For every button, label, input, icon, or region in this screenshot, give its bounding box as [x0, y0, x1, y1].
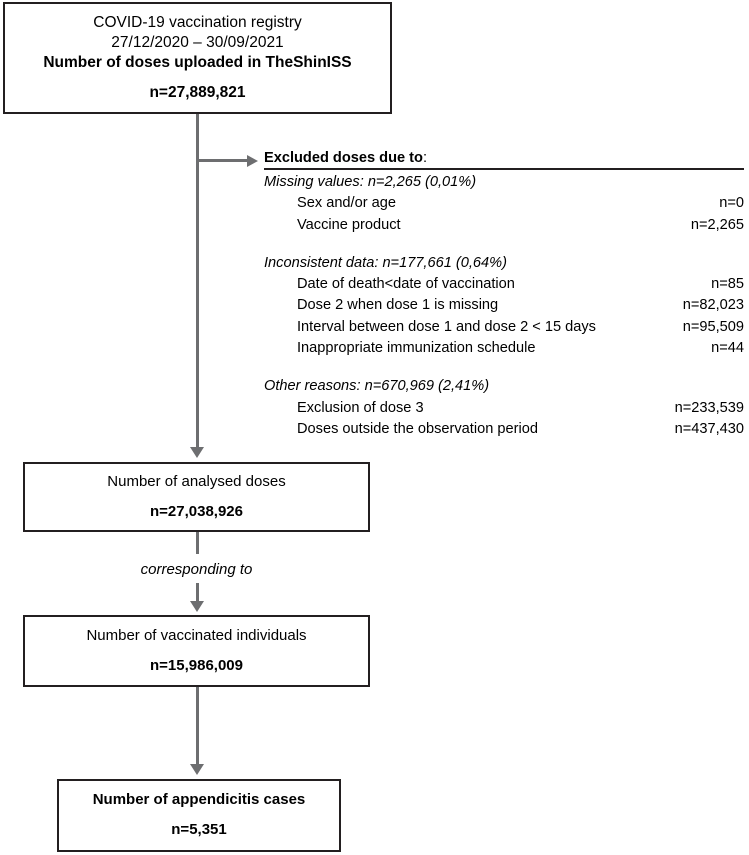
- exclusion-row-label: Date of death<date of vaccination: [297, 276, 515, 293]
- exclusion-group: Other reasons: n=670,969 (2,41%) Exclusi…: [264, 376, 744, 440]
- exclusions-panel: Excluded doses due to: Missing values: n…: [264, 150, 744, 440]
- appendicitis-link-arrow-icon: [190, 764, 204, 775]
- exclusion-row-value: n=0: [719, 195, 744, 212]
- exclusion-row-value: n=85: [711, 276, 744, 293]
- exclusions-title: Excluded doses due to:: [264, 150, 744, 170]
- analysed-doses-count: n=27,038,926: [150, 502, 243, 520]
- exclusion-row-label: Exclusion of dose 3: [297, 399, 424, 416]
- exclusion-row-label: Vaccine product: [297, 216, 401, 233]
- node-analysed-doses: Number of analysed doses n=27,038,926: [23, 462, 370, 532]
- exclusion-row: Interval between dose 1 and dose 2 < 15 …: [264, 317, 744, 338]
- vaccinated-individuals-label: Number of vaccinated individuals: [86, 626, 307, 644]
- exclusions-title-colon: :: [422, 150, 428, 166]
- exclusion-row-value: n=44: [711, 340, 744, 357]
- registry-count: n=27,889,821: [149, 84, 246, 102]
- exclusion-row: Exclusion of dose 3 n=233,539: [264, 398, 744, 419]
- exclusion-row-value: n=82,023: [682, 297, 744, 314]
- exclusion-branch-line: [196, 159, 248, 162]
- analysed-doses-label: Number of analysed doses: [107, 472, 286, 490]
- exclusion-group: Missing values: n=2,265 (0,01%) Sex and/…: [264, 172, 744, 236]
- exclusion-row-value: n=95,509: [682, 318, 744, 335]
- main-trunk-line: [196, 114, 199, 448]
- node-registry: COVID-19 vaccination registry 27/12/2020…: [3, 2, 392, 114]
- appendicitis-link-line: [196, 687, 199, 765]
- exclusion-row: Dose 2 when dose 1 is missing n=82,023: [264, 295, 744, 316]
- corresponding-to-line-lower: [196, 583, 199, 602]
- exclusion-row-value: n=437,430: [674, 420, 744, 437]
- vaccinated-individuals-count: n=15,986,009: [150, 656, 243, 674]
- exclusion-row-label: Inappropriate immunization schedule: [297, 340, 536, 357]
- exclusion-row-label: Interval between dose 1 and dose 2 < 15 …: [297, 318, 596, 335]
- exclusion-row: Date of death<date of vaccination n=85: [264, 274, 744, 295]
- appendicitis-cases-count: n=5,351: [171, 821, 227, 838]
- registry-line-2: 27/12/2020 – 30/09/2021: [111, 33, 284, 51]
- registry-line-3: Number of doses uploaded in TheShinISS: [43, 53, 352, 71]
- node-vaccinated-individuals: Number of vaccinated individuals n=15,98…: [23, 615, 370, 687]
- corresponding-to-line-upper: [196, 532, 199, 554]
- corresponding-to-label: corresponding to: [140, 561, 253, 578]
- exclusion-row: Sex and/or age n=0: [264, 193, 744, 214]
- exclusion-group-heading: Missing values: n=2,265 (0,01%): [264, 174, 477, 190]
- exclusion-row-label: Sex and/or age: [297, 195, 396, 212]
- exclusion-row: Vaccine product n=2,265: [264, 215, 744, 236]
- exclusion-row-value: n=2,265: [690, 216, 744, 233]
- exclusion-group: Inconsistent data: n=177,661 (0,64%) Dat…: [264, 253, 744, 359]
- main-trunk-arrow-icon: [190, 447, 204, 458]
- exclusion-group-heading: Inconsistent data: n=177,661 (0,64%): [264, 254, 507, 271]
- exclusion-branch-arrow-icon: [247, 155, 258, 167]
- exclusion-row: Inappropriate immunization schedule n=44: [264, 338, 744, 359]
- exclusion-row-label: Doses outside the observation period: [297, 420, 538, 437]
- node-appendicitis-cases: Number of appendicitis cases n=5,351: [57, 779, 341, 852]
- exclusion-group-heading: Other reasons: n=670,969 (2,41%): [264, 378, 490, 395]
- exclusions-title-bold: Excluded doses due to: [264, 150, 423, 166]
- exclusion-row-value: n=233,539: [674, 399, 744, 416]
- registry-line-1: COVID-19 vaccination registry: [93, 14, 302, 32]
- exclusion-row-label: Dose 2 when dose 1 is missing: [297, 297, 499, 314]
- appendicitis-cases-label: Number of appendicitis cases: [92, 791, 306, 809]
- corresponding-to-arrow-icon: [190, 601, 204, 612]
- exclusion-row: Doses outside the observation period n=4…: [264, 419, 744, 440]
